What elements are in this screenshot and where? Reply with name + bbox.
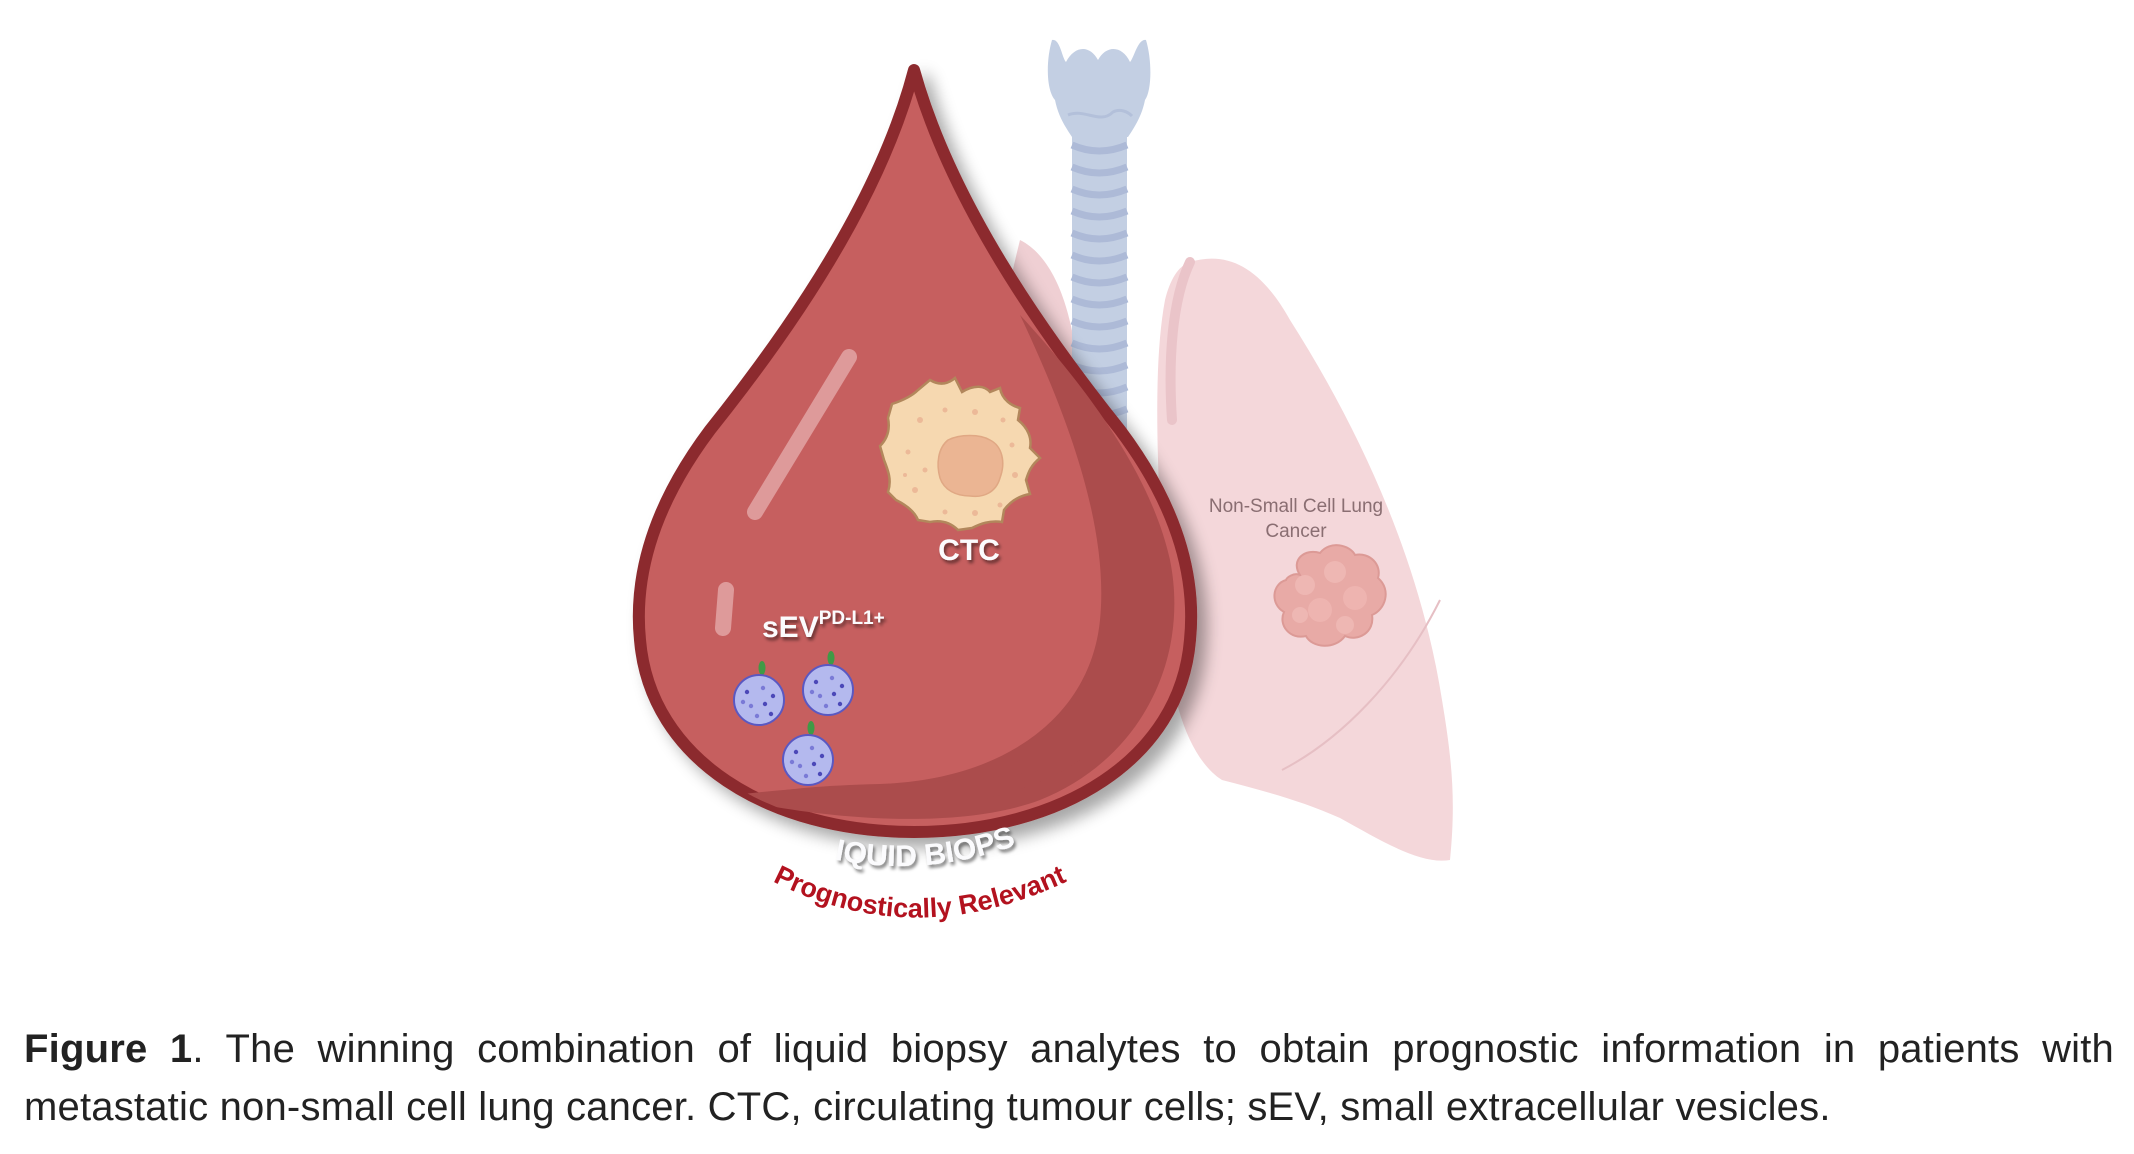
drop-highlight-short [715,582,734,636]
ctc-cell: CTC [878,376,1042,567]
vesicle-dot [837,701,843,707]
vesicle-dot [823,703,829,709]
pd-l1-receptor-icon [807,721,815,735]
vesicle [802,651,854,716]
vesicle-dot [768,711,774,717]
tumor [1273,544,1387,647]
pd-l1-receptor-icon [827,651,835,665]
trachea-ring [1070,251,1129,265]
lung-label-line2: Cancer [1265,521,1327,542]
ctc-label: CTC [938,534,1000,567]
trachea-ring [1070,273,1129,287]
vesicle-dot [789,759,795,765]
drop-inner-shading [735,315,1175,819]
vesicles-group [733,651,854,786]
figure-illustration: Non-Small Cell Lung Cancer CTC sEVPD-L1+ [0,0,1453,924]
ctc-nucleus [937,434,1004,498]
drop-highlight-long [747,349,857,520]
trachea-ring [1070,207,1129,221]
lung-label-line1: Non-Small Cell Lung [1209,496,1383,517]
vesicle-body [733,674,785,726]
vesicle-dot [819,753,825,759]
lung-edge-shade [1165,257,1195,425]
vesicle [782,721,834,786]
vesicle-dot [831,691,837,697]
vesicle-dot [740,699,746,705]
vesicle-body [802,664,854,716]
trachea-ring [1070,185,1129,199]
vesicle-dot [811,761,817,767]
trachea-ring [1070,295,1129,309]
vesicle-dot [744,689,750,695]
vesicle-dot [817,771,823,777]
vesicle-dot [760,685,766,691]
sev-label: sEVPD-L1+ [762,608,885,644]
vesicle-dot [793,749,799,755]
figure-caption: Figure 1. The winning combination of liq… [24,1020,2114,1136]
larynx [1047,39,1151,137]
vesicle-dot [839,683,845,689]
vesicle-dot [762,701,768,707]
vesicle-dot [813,679,819,685]
trachea-ring [1070,229,1129,243]
vesicle-dot [770,693,776,699]
vesicle-dot [817,693,823,699]
sev-label-base: sEV [762,611,819,644]
trachea-ring [1070,317,1129,331]
vesicle [733,661,785,726]
vesicle-dot [809,745,815,751]
trachea-ring [1070,339,1129,353]
vesicle-dot [754,713,760,719]
lung-fissure [1281,599,1441,771]
vesicle-dot [797,763,803,769]
caption-text: . The winning combination of liquid biop… [24,1027,2115,1129]
trachea-ring [1070,163,1129,177]
trachea-ring [1070,141,1129,155]
vesicle-body [782,734,834,786]
vesicle-dot [803,773,809,779]
vesicle-dot [829,675,835,681]
vesicle-dot [809,689,815,695]
caption-figure-label: Figure 1 [24,1027,193,1071]
pd-l1-receptor-icon [758,661,766,675]
vesicle-dot [748,703,754,709]
sev-label-superscript: PD-L1+ [819,608,885,629]
